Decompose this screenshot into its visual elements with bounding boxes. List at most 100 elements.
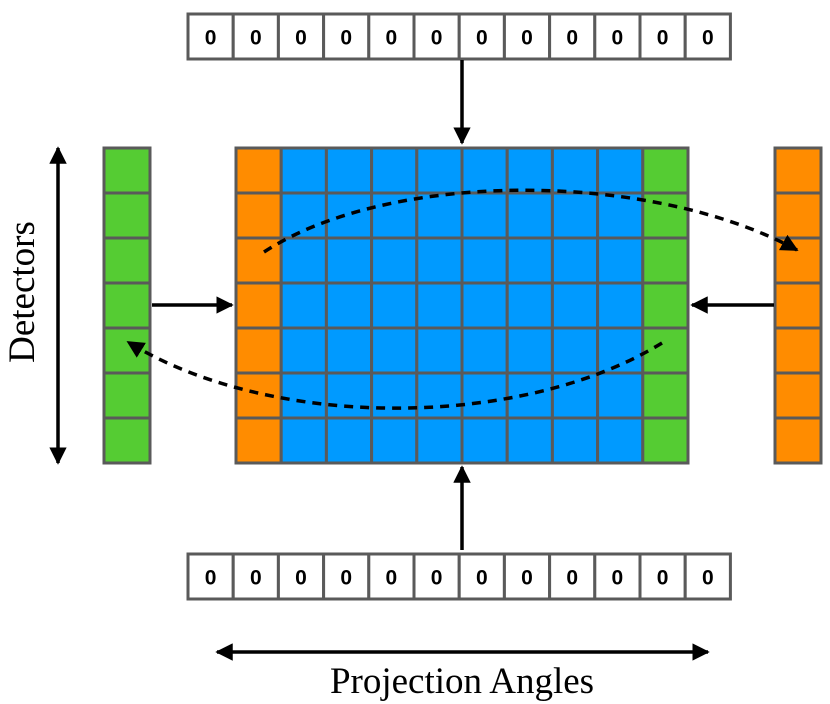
dashed-arrow-to-left-column — [126, 340, 663, 410]
grid-cell-blue — [370, 191, 419, 240]
grid-cell-blue — [324, 281, 374, 330]
grid-cell-blue — [550, 236, 600, 285]
right-column-cell — [773, 281, 823, 330]
top-zero-row: 0 0 0 0 0 0 0 0 0 0 0 0 — [186, 12, 732, 61]
flow-arrows — [49, 60, 799, 661]
grid-cell-blue — [460, 281, 509, 330]
top-row-cell — [683, 12, 732, 61]
grid-cell-blue — [324, 236, 374, 285]
grid-cell-green — [641, 281, 690, 330]
bottom-row-value: 0 — [702, 567, 714, 590]
grid-cell-blue — [279, 146, 328, 195]
grid-cell-blue — [505, 326, 554, 375]
top-row-value: 0 — [431, 27, 443, 50]
grid-cell-blue — [596, 236, 645, 285]
left-column-cell — [102, 281, 152, 330]
top-row-value: 0 — [612, 27, 624, 50]
grid-cell-green — [641, 326, 690, 375]
grid-cell-blue — [505, 146, 554, 195]
bottom-row-cell — [683, 552, 732, 601]
left-column-cell — [102, 326, 152, 375]
top-row-value: 0 — [566, 27, 578, 50]
grid-cell-blue — [460, 326, 509, 375]
projection-grid — [234, 146, 690, 465]
grid-cell-blue — [279, 416, 328, 465]
bottom-row-value: 0 — [521, 567, 533, 590]
grid-cell-orange — [234, 191, 283, 240]
grid-cell-blue — [596, 281, 645, 330]
top-row-cell — [502, 12, 552, 61]
grid-cell-blue — [596, 326, 645, 375]
grid-cell-blue — [370, 326, 419, 375]
dashed-arrow-to-right-column — [263, 188, 799, 254]
bottom-row-cell — [457, 552, 506, 601]
top-row-cell — [186, 12, 235, 61]
right-column-cell — [773, 416, 823, 465]
grid-cell-orange — [234, 281, 283, 330]
grid-cell-blue — [324, 416, 374, 465]
grid-cell-green — [641, 191, 690, 240]
left-column-cell — [102, 371, 152, 420]
grid-cell-green — [641, 236, 690, 285]
left-column-cell — [102, 236, 152, 285]
grid-cell-blue — [415, 191, 464, 240]
bottom-row-value: 0 — [205, 567, 217, 590]
grid-cell-blue — [596, 371, 645, 420]
grid-cell-blue — [596, 191, 645, 240]
top-row-value: 0 — [657, 27, 669, 50]
top-row-cell — [231, 12, 280, 61]
bottom-row-value: 0 — [612, 567, 624, 590]
bottom-row-value: 0 — [295, 567, 307, 590]
top-row-value: 0 — [702, 27, 714, 50]
top-row-value: 0 — [521, 27, 533, 50]
grid-cell-orange — [234, 416, 283, 465]
grid-cell-blue — [460, 146, 509, 195]
left-detector-column — [102, 146, 152, 465]
top-row-value: 0 — [386, 27, 398, 50]
grid-cell-blue — [279, 191, 328, 240]
grid-cell-blue — [596, 146, 645, 195]
grid-cell-blue — [370, 146, 419, 195]
grid-cell-blue — [550, 191, 600, 240]
top-row-value: 0 — [205, 27, 217, 50]
grid-cell-blue — [460, 191, 509, 240]
grid-cell-blue — [370, 416, 419, 465]
grid-cell-blue — [415, 371, 464, 420]
grid-cell-blue — [415, 236, 464, 285]
top-row-value: 0 — [295, 27, 307, 50]
left-column-cell — [102, 191, 152, 240]
right-column-cell — [773, 236, 823, 285]
bottom-row-value: 0 — [250, 567, 262, 590]
top-row-cell — [367, 12, 416, 61]
grid-cell-green — [641, 416, 690, 465]
left-column-cell — [102, 416, 152, 465]
grid-cell-orange — [234, 236, 283, 285]
right-column-cell — [773, 146, 823, 195]
top-row-value: 0 — [250, 27, 262, 50]
grid-cell-blue — [415, 326, 464, 375]
bottom-row-value: 0 — [431, 567, 443, 590]
bottom-row-cell — [638, 552, 687, 601]
right-column-cell — [773, 371, 823, 420]
top-row-cell — [593, 12, 642, 61]
grid-cell-blue — [505, 191, 554, 240]
grid-cell-blue — [460, 236, 509, 285]
bottom-row-value: 0 — [340, 567, 352, 590]
grid-cell-blue — [324, 371, 374, 420]
bottom-row-cell — [322, 552, 371, 601]
bottom-row-value: 0 — [386, 567, 398, 590]
grid-cell-blue — [460, 416, 509, 465]
bottom-row-value: 0 — [657, 567, 669, 590]
top-row-value: 0 — [476, 27, 488, 50]
grid-cell-blue — [505, 236, 554, 285]
grid-cell-green — [641, 146, 690, 195]
grid-cell-blue — [550, 416, 600, 465]
right-detector-column — [773, 146, 823, 465]
grid-cell-blue — [370, 236, 419, 285]
grid-cell-blue — [550, 146, 600, 195]
grid-cell-blue — [324, 191, 374, 240]
grid-cell-orange — [234, 146, 283, 195]
top-row-value: 0 — [340, 27, 352, 50]
